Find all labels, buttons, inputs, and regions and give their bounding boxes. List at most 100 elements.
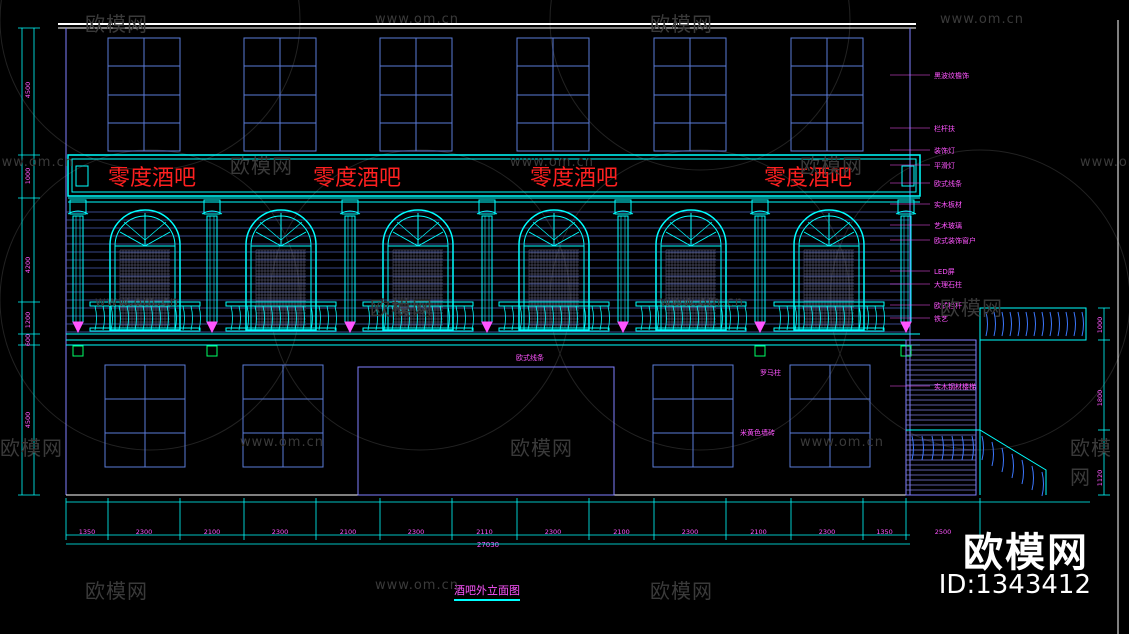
dimension-value: 2300 xyxy=(682,528,699,536)
annotation-label: 铁艺 xyxy=(934,314,948,323)
baluster xyxy=(736,305,739,331)
railing-baluster xyxy=(1041,311,1044,337)
sign-text: 零度酒吧 xyxy=(530,166,618,191)
annotation-label: 欧式线条 xyxy=(934,179,962,188)
annotation-label: 实木钢材楼梯 xyxy=(934,382,976,391)
arch-spoke xyxy=(665,231,692,247)
dimension-value: 2300 xyxy=(136,528,153,536)
column-scroll xyxy=(67,210,89,215)
baluster xyxy=(591,305,594,331)
railing-baluster xyxy=(911,435,914,461)
baluster xyxy=(375,305,378,331)
arched-window xyxy=(655,209,727,331)
arch-spoke xyxy=(119,231,146,247)
annotation-label: 黑波纹檐饰 xyxy=(934,71,969,80)
railing-baluster xyxy=(1001,447,1004,473)
annotation-label: 平滑灯 xyxy=(934,161,955,170)
balcony-base xyxy=(635,327,747,332)
baluster xyxy=(455,305,458,331)
baluster xyxy=(423,305,426,331)
railing-baluster xyxy=(991,441,994,467)
sign-text: 零度酒吧 xyxy=(764,166,852,191)
baluster xyxy=(599,305,602,331)
column-base xyxy=(344,321,356,334)
railing-baluster xyxy=(981,435,984,461)
baluster xyxy=(810,305,813,331)
column-scroll xyxy=(476,210,498,215)
baluster xyxy=(866,305,869,331)
annotation-label: 罗马柱 xyxy=(760,368,781,377)
arch-spoke xyxy=(807,221,830,241)
column-base xyxy=(754,321,766,334)
baluster xyxy=(318,305,321,331)
sign-band-inner xyxy=(71,158,917,193)
dimension-value: 1350 xyxy=(79,528,96,536)
arch-spoke xyxy=(392,231,419,247)
railing-baluster xyxy=(921,435,924,461)
column-scroll xyxy=(201,210,223,215)
baluster xyxy=(246,305,249,331)
dimension-value: 2300 xyxy=(545,528,562,536)
dimension-value: 2100 xyxy=(340,528,357,536)
arch-spoke xyxy=(828,221,851,241)
column-capital xyxy=(751,199,769,215)
baluster xyxy=(286,305,289,331)
dimension-value: 2300 xyxy=(408,528,425,536)
baluster xyxy=(383,305,386,331)
total-dimension: 27030 xyxy=(477,541,499,549)
baluster xyxy=(834,305,837,331)
baluster xyxy=(559,305,562,331)
sign-ornament xyxy=(901,165,915,187)
baluster xyxy=(399,305,402,331)
railing-baluster xyxy=(941,435,944,461)
railing-baluster xyxy=(931,435,934,461)
dimension-value: 2100 xyxy=(204,528,221,536)
annotation-label: 米黄色墙砖 xyxy=(740,428,775,437)
arched-window xyxy=(245,209,317,331)
arch-spoke xyxy=(396,221,419,241)
annotation-label: 装饰灯 xyxy=(934,146,955,155)
arch-spoke xyxy=(803,231,830,247)
dimension-value: 2110 xyxy=(476,528,493,536)
column-base xyxy=(206,321,218,334)
arch-spoke xyxy=(669,221,692,241)
railing-baluster xyxy=(1031,465,1034,491)
arch-spoke xyxy=(259,221,282,241)
baluster xyxy=(471,305,474,331)
dimension-value: 4500 xyxy=(24,82,32,99)
baluster xyxy=(110,305,113,331)
railing-baluster xyxy=(1033,311,1036,337)
arch-spoke xyxy=(828,231,855,247)
arched-window xyxy=(518,209,590,331)
baluster xyxy=(607,305,610,331)
baluster xyxy=(640,305,643,331)
railing-baluster xyxy=(961,435,964,461)
column-base xyxy=(72,321,84,334)
column-capital xyxy=(897,199,915,215)
baluster xyxy=(744,305,747,331)
arch-spoke xyxy=(690,231,717,247)
balcony-rail xyxy=(225,301,337,307)
dimension-value: 1800 xyxy=(1096,390,1104,407)
column-scroll xyxy=(612,210,634,215)
balcony-base xyxy=(362,327,474,332)
baluster xyxy=(367,305,370,331)
stair-railing xyxy=(906,429,1047,495)
dimension-value: 2300 xyxy=(272,528,289,536)
railing-baluster xyxy=(985,311,988,337)
arch-spoke xyxy=(690,221,713,241)
dimension-value: 1000 xyxy=(24,168,32,185)
balcony-base xyxy=(498,327,610,332)
column-scroll xyxy=(339,210,361,215)
railing-baluster xyxy=(1021,459,1024,485)
baluster xyxy=(94,305,97,331)
arch-spoke xyxy=(280,231,307,247)
corbel xyxy=(72,345,84,357)
baluster xyxy=(794,305,797,331)
baluster xyxy=(656,305,659,331)
dimension-value: 2100 xyxy=(613,528,630,536)
column-capital xyxy=(203,199,221,215)
railing-baluster xyxy=(1057,311,1060,337)
railing-baluster xyxy=(1049,311,1052,337)
